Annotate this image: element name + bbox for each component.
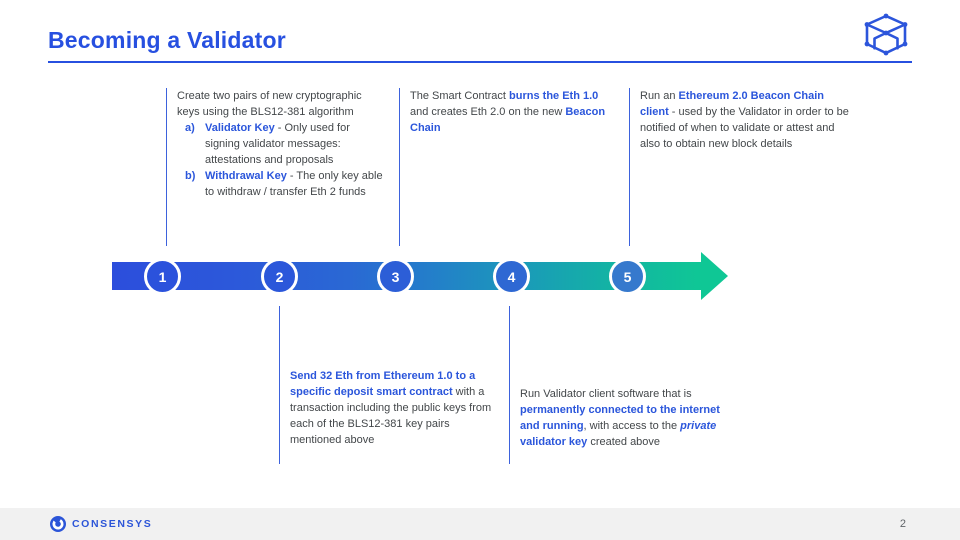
step-2-text: Send 32 Eth from Ethereum 1.0 to a speci… bbox=[290, 370, 492, 446]
step-1-list-item-a: a) Validator Key - Only used for signing… bbox=[185, 120, 383, 168]
footer: CONSENSYS 2 bbox=[0, 508, 960, 540]
step-circle-2: 2 bbox=[261, 258, 298, 295]
timeline-arrowhead bbox=[701, 252, 728, 300]
step-3-note: The Smart Contract burns the Eth 1.0 and… bbox=[410, 88, 616, 136]
step-3-text: The Smart Contract burns the Eth 1.0 and… bbox=[410, 90, 606, 134]
list-label-a: a) bbox=[185, 122, 195, 134]
connector-step-3 bbox=[399, 88, 400, 246]
step-number-4: 4 bbox=[507, 268, 516, 285]
step-number-3: 3 bbox=[391, 268, 400, 285]
step-number-2: 2 bbox=[275, 268, 284, 285]
step-4-note: Run Validator client software that is pe… bbox=[520, 386, 736, 450]
step-5-text: Run an Ethereum 2.0 Beacon Chain client … bbox=[640, 90, 849, 150]
title-underline bbox=[48, 61, 912, 63]
step-number-5: 5 bbox=[623, 268, 632, 285]
step-1-list-item-b: b) Withdrawal Key - The only key able to… bbox=[185, 168, 383, 200]
step-circle-1: 1 bbox=[144, 258, 181, 295]
list-text-b: Withdrawal Key - The only key able to wi… bbox=[205, 170, 383, 198]
step-2-note: Send 32 Eth from Ethereum 1.0 to a speci… bbox=[290, 368, 498, 448]
consensys-logo: CONSENSYS bbox=[50, 516, 152, 532]
step-1-note: Create two pairs of new cryptographic ke… bbox=[177, 88, 383, 200]
brand-name: CONSENSYS bbox=[72, 518, 153, 530]
blockchain-cube-icon bbox=[864, 13, 908, 56]
page-title: Becoming a Validator bbox=[48, 27, 286, 53]
step-circle-4: 4 bbox=[493, 258, 530, 295]
step-circle-3: 3 bbox=[377, 258, 414, 295]
list-text-a: Validator Key - Only used for signing va… bbox=[205, 122, 350, 166]
connector-step-5 bbox=[629, 88, 630, 246]
step-5-note: Run an Ethereum 2.0 Beacon Chain client … bbox=[640, 88, 852, 152]
step-circle-5: 5 bbox=[609, 258, 646, 295]
step-1-intro: Create two pairs of new cryptographic ke… bbox=[177, 90, 362, 118]
connector-step-2 bbox=[279, 306, 280, 464]
connector-step-4 bbox=[509, 306, 510, 464]
page-number: 2 bbox=[899, 518, 906, 530]
consensys-swirl-icon bbox=[50, 516, 66, 532]
list-label-b: b) bbox=[185, 170, 196, 182]
step-4-text: Run Validator client software that is pe… bbox=[520, 388, 720, 448]
step-number-1: 1 bbox=[158, 268, 167, 285]
connector-step-1 bbox=[166, 88, 167, 246]
